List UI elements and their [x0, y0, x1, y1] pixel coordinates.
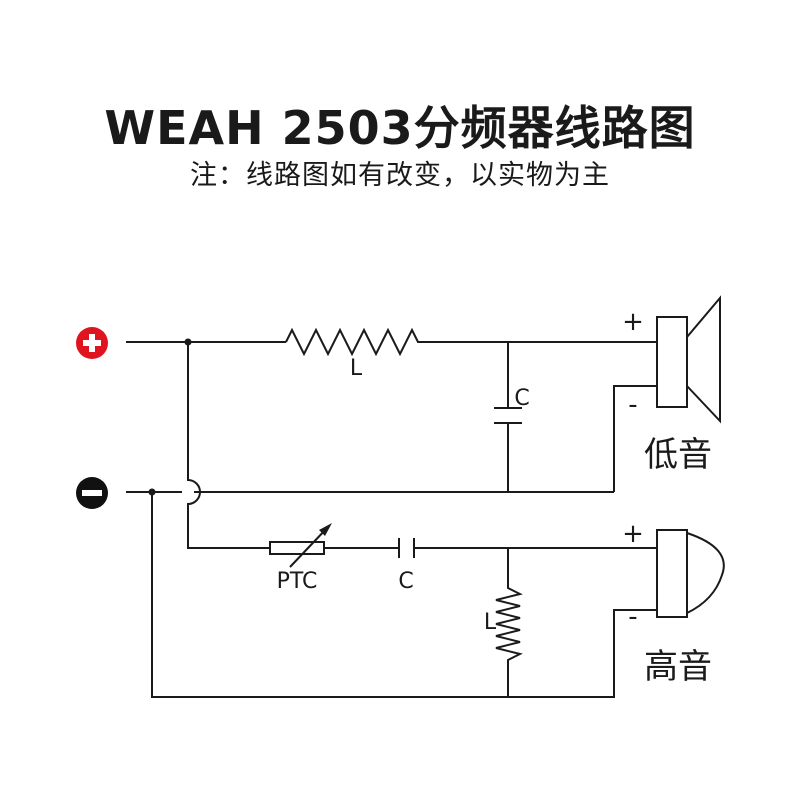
woofer-inductor — [285, 327, 424, 357]
woofer-capacitor — [494, 342, 522, 492]
tweeter-inductor-label: L — [484, 610, 497, 635]
positive-terminal — [76, 327, 108, 359]
woofer-minus-wire — [613, 385, 657, 492]
woofer-speaker-magnet — [656, 316, 688, 408]
tweeter-return-wire — [151, 492, 657, 698]
ptc-arrow-line — [289, 526, 329, 568]
ptc-resistor — [269, 541, 325, 555]
ptc-label: PTC — [277, 569, 318, 594]
tweeter-speaker-dome — [686, 532, 725, 614]
woofer-speaker-cone — [686, 295, 721, 424]
tweeter-speaker-body — [656, 529, 688, 618]
tweeter-label: 高音 — [644, 647, 712, 687]
tweeter-minus-label: - — [628, 602, 637, 632]
diagram-note: 注：线路图如有改变，以实物为主 — [190, 160, 610, 191]
tweeter-capacitor-label: C — [398, 569, 413, 594]
tweeter-inductor — [495, 548, 523, 697]
woofer-label: 低音 — [644, 435, 712, 475]
woofer-minus-label: - — [628, 390, 637, 420]
junction-dot — [148, 488, 156, 496]
junction-dot — [184, 338, 192, 346]
woofer-plus-label: + — [622, 307, 644, 337]
tweeter-feed-wire — [187, 342, 270, 549]
diagram-title: WEAH 2503分频器线路图 — [104, 101, 696, 155]
woofer-inductor-label: L — [350, 356, 363, 381]
tweeter-capacitor — [398, 538, 415, 558]
woofer-capacitor-label: C — [514, 386, 529, 411]
tweeter-plus-label: + — [622, 519, 644, 549]
ptc-arrow-head — [319, 523, 332, 536]
negative-terminal — [76, 477, 108, 509]
